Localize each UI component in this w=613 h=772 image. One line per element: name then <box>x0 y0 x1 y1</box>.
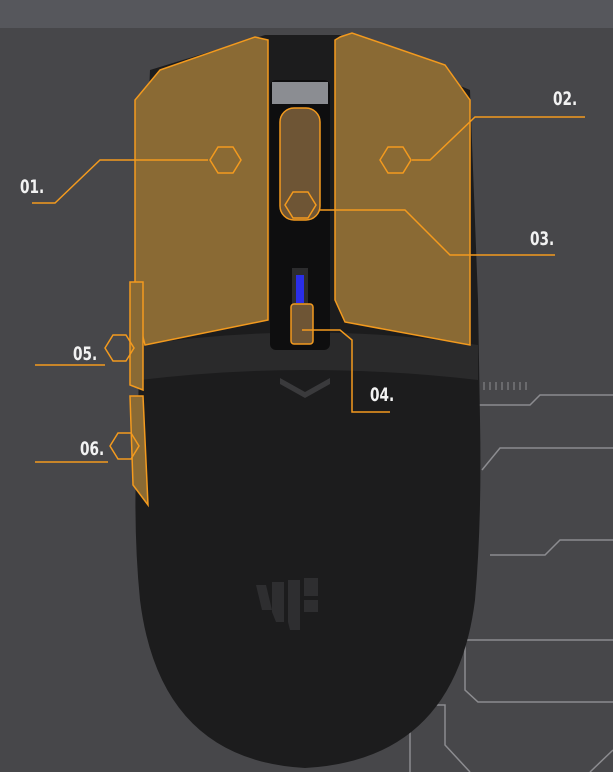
side-button-back[interactable] <box>129 395 149 508</box>
callout-label-02: 02. <box>553 88 578 110</box>
tuf-logo <box>256 578 318 630</box>
side-button-forward[interactable] <box>129 281 144 392</box>
callout-lines <box>32 116 585 463</box>
circuit-ticks <box>471 382 527 390</box>
callout-label-05: 05. <box>73 343 98 365</box>
wheel-cover <box>272 82 328 104</box>
left-button-pad[interactable] <box>134 36 269 346</box>
right-button-pad[interactable] <box>334 32 471 346</box>
callout-label-01: 01. <box>20 176 45 198</box>
callout-label-06: 06. <box>80 438 105 460</box>
callout-label-03: 03. <box>530 228 555 250</box>
dpi-led <box>296 275 304 303</box>
chevron-mark <box>280 378 330 398</box>
scroll-wheel[interactable] <box>279 107 321 221</box>
callout-label-04: 04. <box>370 384 395 406</box>
dpi-button[interactable] <box>290 303 314 345</box>
top-band <box>0 0 613 28</box>
circuit-lines <box>409 394 613 772</box>
mouse-band <box>140 332 478 380</box>
